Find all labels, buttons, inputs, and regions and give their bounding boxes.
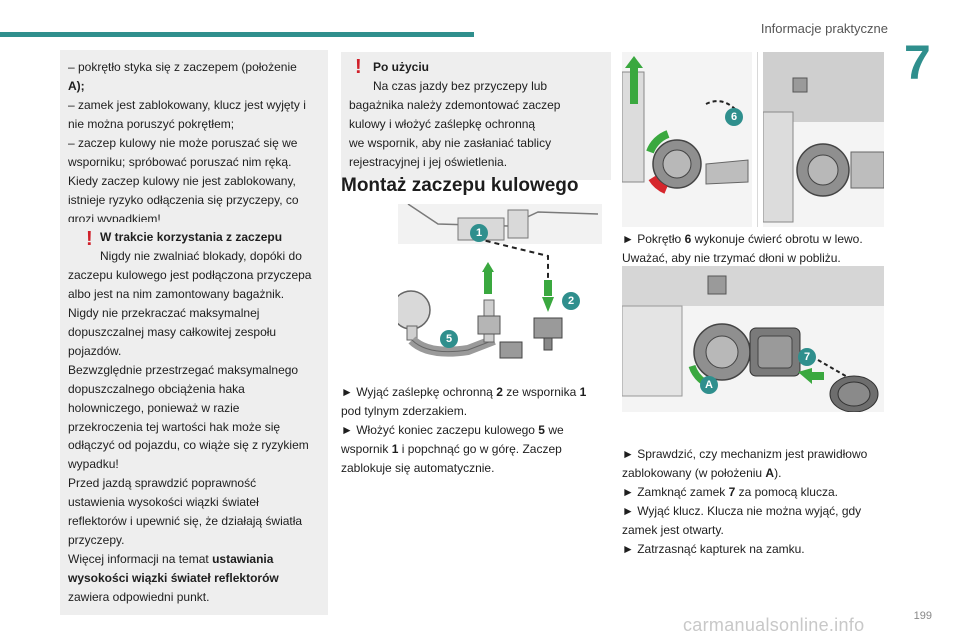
- step-line: zablokuje się automatycznie.: [341, 460, 495, 475]
- step-line: Uważać, aby nie trzymać dłoni w pobliżu.: [622, 250, 841, 265]
- ref-1: 1: [391, 441, 399, 456]
- marker-6: 6: [725, 108, 743, 126]
- knob-rotation-drawing: [622, 52, 752, 227]
- text-line: dopuszczalnej masy całkowitej zespołu: [68, 324, 277, 339]
- knob-locked-illustration: [763, 52, 884, 227]
- ref-a: A: [765, 465, 775, 480]
- text-run: zablokowany (w położeniu: [622, 465, 766, 480]
- step-line: zamek jest otwarty.: [622, 522, 724, 537]
- warning-icon: !: [86, 228, 93, 250]
- text-line: – pokrętło styka się z zaczepem (położen…: [68, 60, 297, 74]
- text-run: ze wspornika: [502, 385, 580, 399]
- step-line: ► Zatrzasnąć kapturek na zamku.: [622, 541, 805, 556]
- knob-rotation-illustration: 6: [622, 52, 752, 227]
- install-steps: ► Wyjąć zaślepkę ochronną 2 ze wspornika…: [341, 383, 603, 478]
- text-line: Na czas jazdy bez przyczepy lub: [373, 78, 548, 93]
- text-run: ► Pokrętło: [622, 232, 685, 246]
- check-conditions-box: – pokrętło styka się z zaczepem (położen…: [60, 50, 328, 239]
- text-line: odłączyć od pojazdu, co wiąże się z ryzy…: [68, 438, 309, 453]
- step-line: pod tylnym zderzakiem.: [341, 403, 468, 418]
- chapter-number: 7: [904, 37, 931, 90]
- text-line: zaczepu kulowego jest podłączona przycze…: [68, 267, 312, 282]
- text-line: istnieje ryzyko odłączenia się przyczepy…: [68, 192, 299, 207]
- text-line: – zamek jest zablokowany, klucz jest wyj…: [68, 97, 306, 112]
- text-run: wspornik: [341, 441, 392, 456]
- text-run: za pomocą klucza.: [735, 484, 838, 499]
- text-run: Więcej informacji na temat: [68, 552, 209, 567]
- lock-cap-illustration: 7 A: [622, 266, 884, 412]
- text-line: przyczepy.: [68, 533, 125, 548]
- figure-divider: [757, 52, 758, 227]
- ref-7: 7: [728, 484, 736, 499]
- step-line: zablokowany (w położeniu A).: [622, 464, 884, 483]
- text-line: kulowy i włożyć zaślepkę ochronną: [349, 116, 536, 131]
- marker-a: A: [700, 376, 718, 394]
- towbar-install-drawing: [398, 204, 602, 359]
- marker-7: 7: [798, 348, 816, 366]
- ref-2: 2: [496, 385, 503, 399]
- page-number: 199: [913, 610, 932, 622]
- knob-locked-drawing: [763, 52, 884, 227]
- text-line: holowniczego, ponieważ w razie: [68, 400, 240, 415]
- text-line: Nigdy nie zwalniać blokady, dopóki do: [100, 248, 302, 263]
- lock-steps: ► Sprawdzić, czy mechanizm jest prawidło…: [622, 445, 884, 559]
- warning-title: Po użyciu: [373, 60, 430, 74]
- header-accent-bar: [0, 32, 474, 37]
- step-line: ► Pokrętło 6 wykonuje ćwierć obrotu w le…: [622, 230, 884, 249]
- text-run: ).: [774, 465, 782, 480]
- section-heading: Montaż zaczepu kulowego: [341, 175, 579, 196]
- text-line: Bezwzględnie przestrzegać maksymalnego: [68, 362, 299, 377]
- text-line: Więcej informacji na temat ustawiania: [68, 550, 326, 569]
- text-run: i popchnąć go w górę. Zaczep: [398, 441, 562, 456]
- text-line: wsporniku; spróbować poruszać nim ręką.: [68, 154, 292, 169]
- text-line: bagażnika należy zdemontować zaczep: [349, 97, 561, 112]
- text-line: we wspornik, aby nie zasłaniać tablicy: [349, 135, 552, 150]
- text-line: wypadku!: [68, 457, 119, 472]
- text-line: A);: [68, 77, 326, 96]
- text-run: ► Wyjąć zaślepkę ochronną: [341, 385, 497, 399]
- text-line: ustawienia wysokości wiązki świateł: [68, 495, 259, 510]
- lock-cap-drawing: [622, 266, 884, 412]
- text-line: Nigdy nie przekraczać maksymalnej: [68, 305, 260, 320]
- warning-icon: !: [355, 56, 362, 78]
- cross-reference: ustawiania: [212, 552, 274, 567]
- text-line: Kiedy zaczep kulowy nie jest zablokowany…: [68, 173, 296, 188]
- text-run: ► Zamknąć zamek: [622, 484, 729, 499]
- step-line: ► Sprawdzić, czy mechanizm jest prawidło…: [622, 447, 868, 461]
- text-line: albo jest na nim zamontowany bagażnik.: [68, 286, 285, 301]
- text-line: rejestracyjnej i jej oświetlenia.: [349, 154, 508, 169]
- section-title: Informacje praktyczne: [760, 21, 888, 36]
- warning-box-after-use: ! Po użyciu Na czas jazdy bez przyczepy …: [341, 52, 611, 180]
- marker-1: 1: [470, 224, 488, 242]
- step-line: ► Wyjąć zaślepkę ochronną 2 ze wspornika…: [341, 383, 603, 402]
- text-line: Przed jazdą sprawdzić poprawność: [68, 476, 257, 491]
- step-line: ► Wyjąć klucz. Klucza nie można wyjąć, g…: [622, 503, 862, 518]
- warning-title: W trakcie korzystania z zaczepu: [100, 230, 283, 244]
- warning-box-usage: ! W trakcie korzystania z zaczepu Nigdy …: [60, 222, 328, 616]
- text-run: ► Włożyć koniec zaczepu kulowego: [341, 422, 539, 437]
- text-line: reflektorów i upewnić się, że działają ś…: [68, 514, 303, 529]
- text-line: dopuszczalnego obciążenia haka: [68, 381, 245, 396]
- step-line: ► Włożyć koniec zaczepu kulowego 5 we: [341, 421, 603, 440]
- step-line: wspornik 1 i popchnąć go w górę. Zaczep: [341, 440, 603, 459]
- text-line: pojazdów.: [68, 343, 122, 358]
- position-a-label: A);: [68, 78, 85, 93]
- text-line: zawiera odpowiedni punkt.: [68, 590, 210, 605]
- text-run: wykonuje ćwierć obrotu w lewo.: [691, 232, 863, 246]
- step-line: ► Zamknąć zamek 7 za pomocą klucza.: [622, 483, 884, 502]
- ref-1: 1: [579, 385, 587, 399]
- text-line: – zaczep kulowy nie może poruszać się we: [68, 135, 298, 150]
- watermark: carmanualsonline.info: [683, 615, 865, 635]
- marker-5: 5: [440, 330, 458, 348]
- marker-2: 2: [562, 292, 580, 310]
- text-run: we: [544, 422, 564, 437]
- ref-6: 6: [684, 232, 692, 246]
- cross-reference: wysokości wiązki świateł reflektorów: [68, 571, 279, 586]
- text-line: przekroczenia tej wartości hak może się: [68, 419, 281, 434]
- towbar-install-illustration: 1 2 5: [398, 204, 602, 362]
- ref-5: 5: [538, 422, 545, 437]
- knob-step: ► Pokrętło 6 wykonuje ćwierć obrotu w le…: [622, 230, 884, 268]
- text-line: nie można poruszyć pokrętłem;: [68, 116, 235, 131]
